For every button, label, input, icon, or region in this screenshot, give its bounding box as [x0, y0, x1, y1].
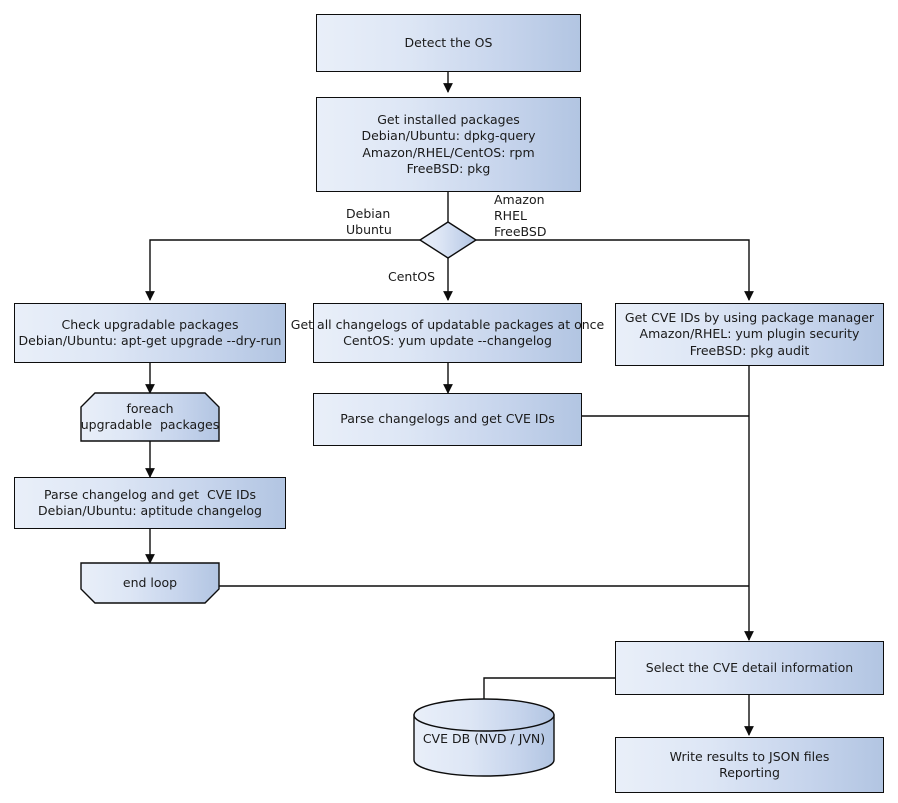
foreach-shape-outline [80, 392, 220, 442]
node-detect-os-label: Detect the OS [404, 34, 493, 50]
node-foreach-upgradable-packages[interactable]: foreach upgradable packages [80, 393, 220, 441]
edge-label-debian-ubuntu: Debian Ubuntu [346, 206, 392, 237]
node-get-cve-ids-package-manager-label: Get CVE IDs by using package manager Ama… [624, 309, 875, 358]
edge-decision-debian [145, 239, 421, 301]
edge-label-centos: CentOS [388, 269, 436, 284]
node-end-loop-label: end loop [122, 574, 178, 590]
node-get-all-changelogs-label: Get all changelogs of updatable packages… [290, 316, 605, 349]
node-get-all-changelogs[interactable]: Get all changelogs of updatable packages… [291, 303, 604, 363]
node-get-installed-packages-label: Get installed packages Debian/Ubuntu: dp… [361, 111, 536, 177]
node-check-upgradable-packages-label: Check upgradable packages Debian/Ubuntu:… [18, 316, 282, 349]
node-parse-changelogs-cve-ids[interactable]: Parse changelogs and get CVE IDs [313, 393, 582, 446]
node-write-results-json[interactable]: Write results to JSON files Reporting [615, 737, 884, 793]
cve-database-shape [413, 698, 555, 777]
node-cve-database-label: CVE DB (NVD / JVN) [422, 730, 546, 746]
node-detect-os[interactable]: Detect the OS [316, 14, 581, 72]
node-end-loop[interactable]: end loop [81, 563, 219, 603]
edge-decision-amazon [476, 239, 754, 301]
node-select-cve-detail-label: Select the CVE detail information [645, 659, 854, 675]
node-get-cve-ids-package-manager[interactable]: Get CVE IDs by using package manager Ama… [615, 303, 884, 366]
node-parse-changelog-cve-ids[interactable]: Parse changelog and get CVE IDs Debian/U… [14, 477, 286, 529]
node-foreach-upgradable-packages-label: foreach upgradable packages [80, 400, 220, 433]
os-decision-diamond [418, 221, 478, 259]
node-get-installed-packages[interactable]: Get installed packages Debian/Ubuntu: dp… [316, 97, 581, 192]
edge-label-amazon-rhel-freebsd: Amazon RHEL FreeBSD [494, 192, 547, 239]
end-loop-shape-outline [80, 562, 220, 604]
node-parse-changelogs-cve-ids-label: Parse changelogs and get CVE IDs [340, 411, 555, 427]
node-cve-database[interactable]: CVE DB (NVD / JVN) [414, 715, 554, 763]
node-select-cve-detail[interactable]: Select the CVE detail information [615, 641, 884, 695]
node-parse-changelog-cve-ids-label: Parse changelog and get CVE IDs Debian/U… [38, 486, 262, 519]
node-os-decision[interactable] [420, 222, 476, 258]
node-write-results-json-label: Write results to JSON files Reporting [669, 748, 830, 781]
node-check-upgradable-packages[interactable]: Check upgradable packages Debian/Ubuntu:… [14, 303, 286, 363]
